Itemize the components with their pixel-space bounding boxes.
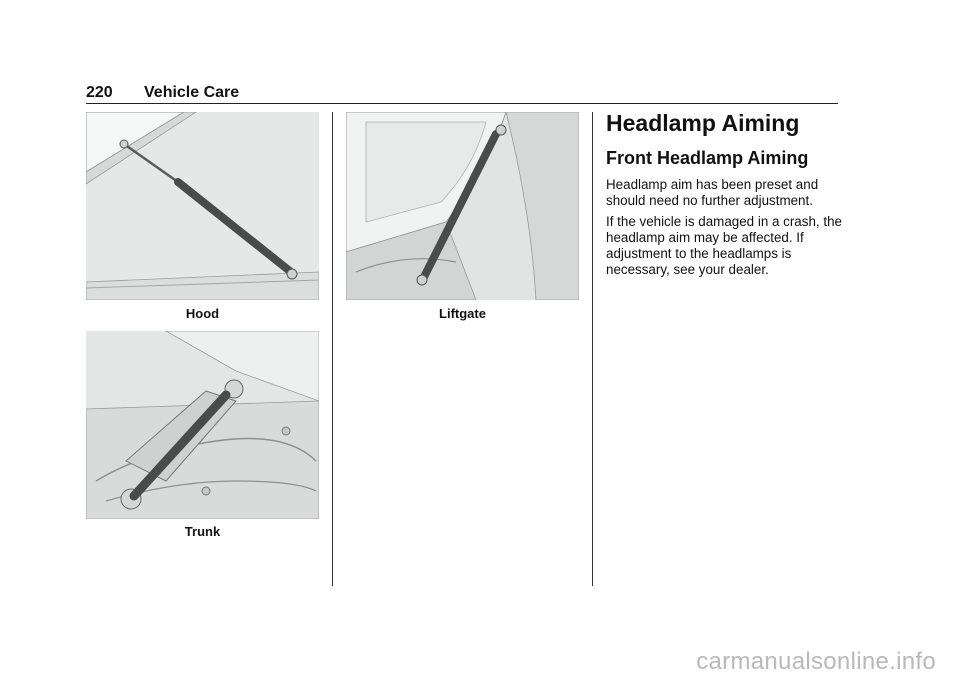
page-header: 220 Vehicle Care — [86, 84, 838, 106]
liftgate-illustration — [346, 112, 579, 300]
column-divider-left — [332, 112, 333, 586]
column-divider-right — [592, 112, 593, 586]
hood-illustration — [86, 112, 319, 300]
body-paragraph: If the vehicle is damaged in a crash, th… — [606, 214, 842, 277]
liftgate-caption: Liftgate — [439, 306, 486, 321]
hood-caption: Hood — [185, 306, 220, 321]
liftgate-strut-drawing — [346, 112, 579, 300]
body-paragraph: Headlamp aim has been preset and should … — [606, 177, 819, 208]
subsection-heading: Front Headlamp Aiming — [606, 148, 809, 168]
trunk-caption: Trunk — [184, 524, 221, 539]
trunk-strut-drawing — [86, 331, 319, 519]
header-rule — [86, 103, 838, 104]
trunk-illustration — [86, 331, 319, 519]
page-number: 220 — [86, 84, 113, 101]
section-title: Vehicle Care — [144, 84, 240, 101]
watermark-link[interactable]: carmanualsonline.info — [696, 648, 936, 675]
hood-strut-drawing — [86, 112, 319, 300]
section-heading: Headlamp Aiming — [606, 110, 800, 136]
